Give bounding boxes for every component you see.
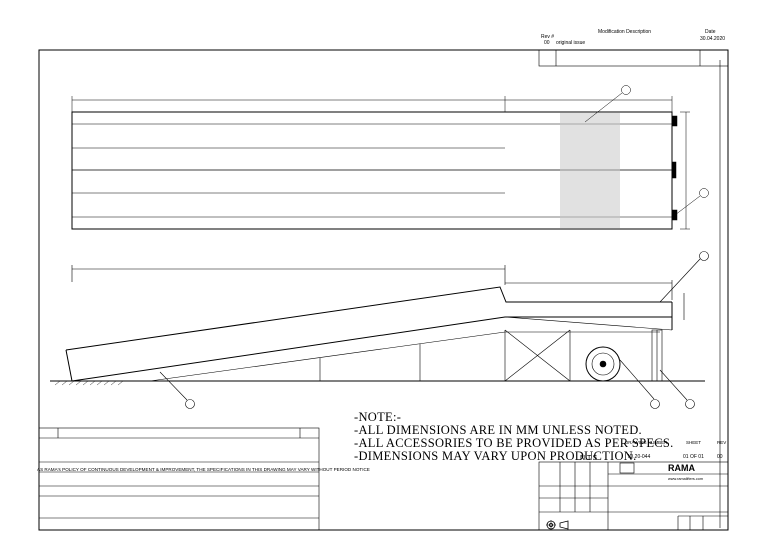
company-logo-text: RAMA (668, 463, 695, 473)
scale-label: N.T.S. (580, 455, 600, 462)
note-line-2: -ALL ACCESSORIES TO BE PROVIDED AS PER S… (354, 436, 674, 450)
date-header: Date (705, 29, 716, 35)
drawing-number-label: DRAWING NUMBER (625, 440, 668, 445)
sheet-label: SHEET (686, 440, 702, 445)
revision-table-grid (538, 49, 729, 67)
drawing-number: IQ.20-044 (628, 454, 651, 460)
projection-symbol-icon (546, 517, 570, 530)
desc-value: original issue (556, 40, 586, 46)
rev-header: Rev # (541, 34, 555, 40)
note-line-3: -DIMENSIONS MAY VARY UPON PRODUCTION. (354, 449, 637, 463)
rev-label: REV (717, 440, 727, 445)
top-view (71, 85, 709, 230)
rev-value-block: 00 (717, 454, 723, 460)
company-website: www.ramalifters.com (668, 477, 704, 481)
date-value: 30.04.2020 (700, 36, 726, 42)
rev-value: 00 (544, 40, 550, 46)
side-view (50, 251, 709, 409)
company-logo: RAMA (660, 464, 710, 478)
note-line-1: -ALL DIMENSIONS ARE IN MM UNLESS NOTED. (354, 423, 642, 437)
drawing-border (38, 49, 729, 531)
policy-text: AS RAMA's POLICY OF CONTINUOUS DEVELOPME… (37, 467, 370, 472)
sheet-value: 01 OF 01 (683, 454, 704, 460)
note-title: -NOTE:- (354, 410, 402, 424)
desc-header: Modification Description (598, 29, 652, 35)
left-table-grid (38, 427, 320, 531)
title-block-grid (538, 461, 729, 531)
